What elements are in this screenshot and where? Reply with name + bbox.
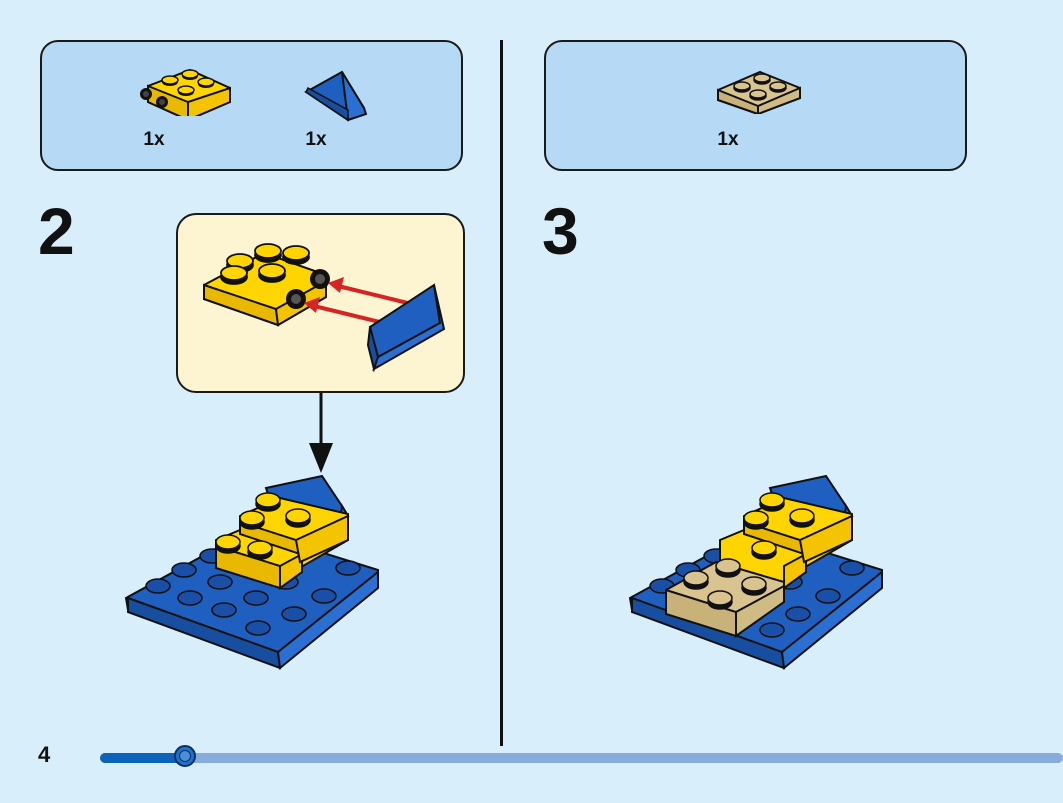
step-number: 2: [38, 194, 75, 268]
progress-fill: [100, 753, 185, 763]
attach-slope-to-side-studs-icon: [203, 243, 446, 373]
sub-assembly-callout: [176, 213, 465, 393]
parts-box-step-2: 1x 1x: [40, 40, 463, 171]
step-divider: [500, 40, 503, 746]
step-3-model-illustration: [628, 474, 884, 670]
part-quantity: 1x: [305, 129, 327, 150]
step-number: 3: [542, 194, 579, 268]
tan-plate-part-icon: [714, 68, 804, 114]
yellow-plate-part-icon: [140, 66, 232, 116]
down-arrow-icon: [309, 393, 333, 473]
blue-slope-part-icon: [304, 70, 368, 122]
part-quantity: 1x: [143, 129, 165, 150]
page-progress-bar: [100, 745, 1063, 767]
progress-knob[interactable]: [174, 745, 196, 767]
step-2-model-illustration: [124, 474, 380, 670]
part-quantity: 1x: [717, 129, 739, 150]
parts-box-step-3: 1x: [544, 40, 967, 171]
page-number: 4: [38, 742, 51, 767]
